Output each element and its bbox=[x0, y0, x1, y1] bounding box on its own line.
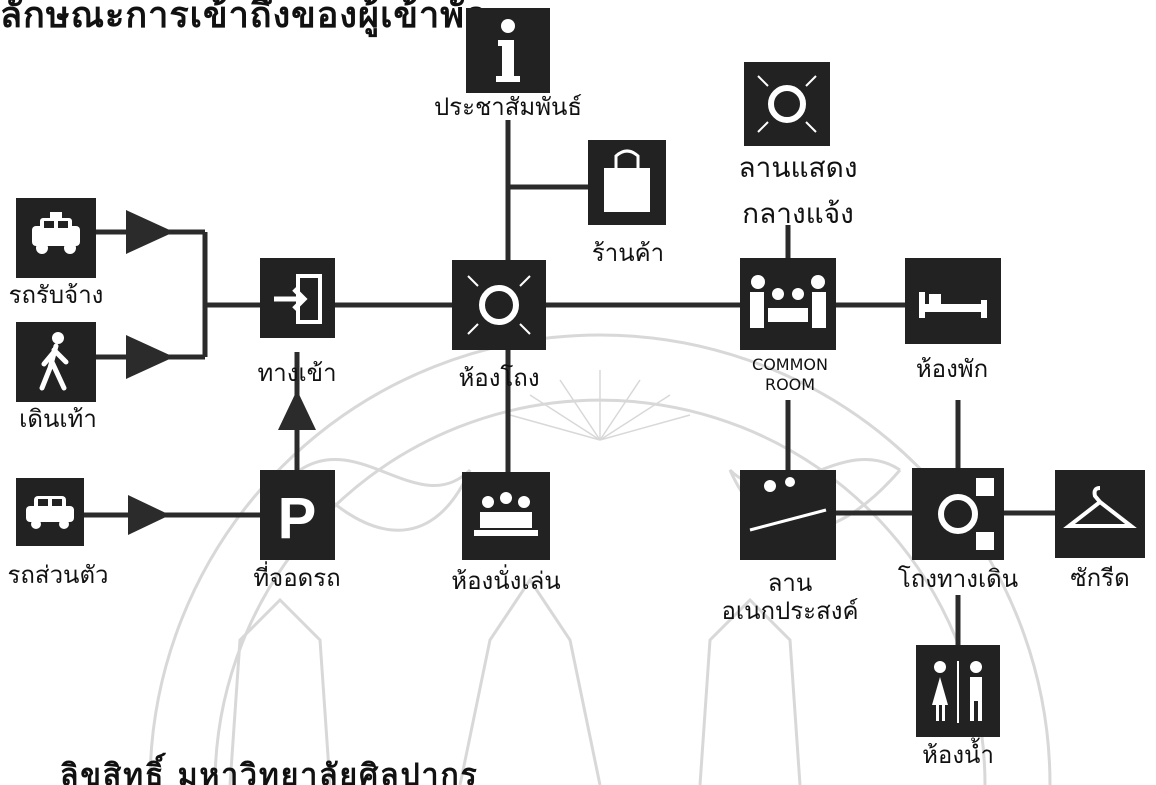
label-parking: ที่จอดรถ bbox=[253, 564, 341, 592]
pedestrian-icon bbox=[16, 322, 96, 402]
label-restroom: ห้องน้ำ bbox=[922, 741, 994, 769]
watermark-left-tower bbox=[228, 597, 332, 785]
watermark-left-flourish bbox=[298, 457, 472, 532]
label-stage-line1: ลานแสดง bbox=[738, 151, 858, 184]
arrow-car bbox=[128, 495, 170, 535]
watermark-footer-text: ลิขสิทธิ์ มหาวิทยาลัยศิลปากร bbox=[60, 758, 479, 785]
svg-text:P: P bbox=[278, 486, 317, 551]
arrows bbox=[126, 210, 316, 535]
label-lobby: ห้องโถง bbox=[458, 364, 540, 392]
watermark-right-tower bbox=[698, 597, 802, 785]
hall-icon bbox=[452, 260, 546, 350]
label-lounge: ห้องนั่งเล่น bbox=[451, 567, 561, 595]
watermark-outer-arc bbox=[148, 333, 1052, 785]
label-corridor: โถงทางเดิน bbox=[897, 565, 1019, 593]
arrow-taxi bbox=[126, 210, 174, 254]
info-icon bbox=[466, 8, 550, 93]
label-stage-line2: กลางแจ้ง bbox=[742, 197, 854, 230]
multipurpose-plaza-icon bbox=[740, 470, 836, 560]
corridor-hall-icon bbox=[912, 468, 1004, 560]
label-plaza-line2: อเนกประสงค์ bbox=[721, 597, 859, 625]
label-car: รถส่วนตัว bbox=[7, 561, 109, 589]
label-common-line2: ROOM bbox=[764, 375, 816, 394]
taxi-icon bbox=[16, 198, 96, 278]
watermark-seal bbox=[148, 333, 1052, 785]
common-room-icon bbox=[740, 258, 836, 350]
hanger-icon bbox=[1055, 470, 1145, 558]
diagram-title: ลักษณะการเข้าถึงของผู้เข้าพัก bbox=[0, 0, 488, 36]
label-plaza-line1: ลาน bbox=[767, 569, 813, 597]
watermark-rays bbox=[509, 370, 691, 441]
restroom-icon bbox=[916, 645, 1000, 737]
watermark-center-tower bbox=[458, 577, 602, 785]
bed-icon bbox=[905, 258, 1001, 344]
label-entrance: ทางเข้า bbox=[257, 359, 337, 387]
label-common-line1: COMMON bbox=[752, 355, 828, 374]
arrow-parking-up bbox=[278, 390, 316, 430]
outdoor-stage-icon bbox=[744, 62, 830, 146]
arrow-walk bbox=[126, 335, 174, 379]
label-walk: เดินเท้า bbox=[19, 405, 97, 433]
parking-icon: P bbox=[260, 470, 335, 560]
lounge-icon bbox=[462, 472, 550, 560]
label-shop: ร้านค้า bbox=[591, 239, 665, 267]
watermark-right-flourish bbox=[728, 457, 902, 532]
label-laundry: ซักรีด bbox=[1070, 564, 1130, 592]
car-icon bbox=[16, 478, 84, 546]
label-bedroom: ห้องพัก bbox=[915, 355, 989, 383]
entrance-icon bbox=[260, 258, 335, 338]
shopping-bag-icon bbox=[588, 140, 666, 225]
label-taxi: รถรับจ้าง bbox=[8, 281, 104, 309]
label-info: ประชาสัมพันธ์ bbox=[433, 93, 583, 121]
